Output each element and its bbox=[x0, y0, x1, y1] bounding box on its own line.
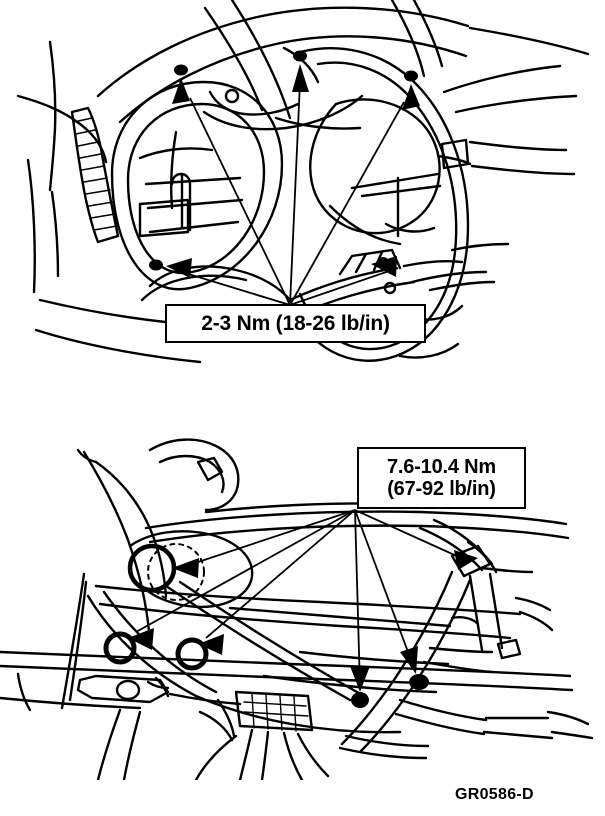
fastener-markers-lower bbox=[103, 631, 429, 708]
arrowhead bbox=[172, 558, 199, 578]
arrowhead bbox=[454, 550, 478, 570]
torque-spec-callout-lower: 7.6-10.4 Nm (67-92 lb/in) bbox=[357, 447, 526, 509]
leader-lines-lower bbox=[135, 509, 471, 689]
arrowhead bbox=[350, 666, 370, 692]
arrowhead bbox=[400, 646, 418, 674]
figure-instrument-panel-upper bbox=[0, 0, 605, 400]
arrowhead bbox=[371, 256, 397, 277]
leader-lines-upper bbox=[181, 81, 405, 306]
fastener-dot bbox=[293, 50, 307, 62]
fastener-dot bbox=[404, 70, 418, 82]
torque-spec-lower-metric: 7.6-10.4 Nm bbox=[387, 455, 496, 478]
bolt-hole bbox=[103, 631, 137, 665]
upper-line-art bbox=[16, 0, 590, 364]
figure-id-label: GR0586-D bbox=[455, 786, 534, 803]
lower-line-art bbox=[0, 438, 594, 780]
arrowhead bbox=[172, 78, 190, 104]
fastener-dot bbox=[174, 64, 188, 76]
arrowheads-lower bbox=[128, 550, 478, 692]
arrowhead bbox=[402, 84, 420, 110]
fastener-dot bbox=[351, 692, 369, 708]
arrowhead bbox=[166, 258, 192, 278]
figure-instrument-panel-lower bbox=[0, 400, 605, 780]
torque-spec-callout-upper: 2-3 Nm (18-26 lb/in) bbox=[165, 304, 426, 343]
bolt-hole bbox=[175, 637, 209, 671]
arrowheads-upper bbox=[166, 64, 420, 278]
fastener-dot bbox=[409, 674, 429, 690]
arrowhead bbox=[128, 628, 154, 650]
arrowhead bbox=[198, 634, 224, 655]
arrowhead bbox=[292, 64, 309, 92]
torque-spec-upper-text: 2-3 Nm (18-26 lb/in) bbox=[201, 311, 390, 335]
torque-spec-lower-imperial: (67-92 lb/in) bbox=[387, 478, 496, 500]
fastener-dot bbox=[149, 259, 163, 271]
